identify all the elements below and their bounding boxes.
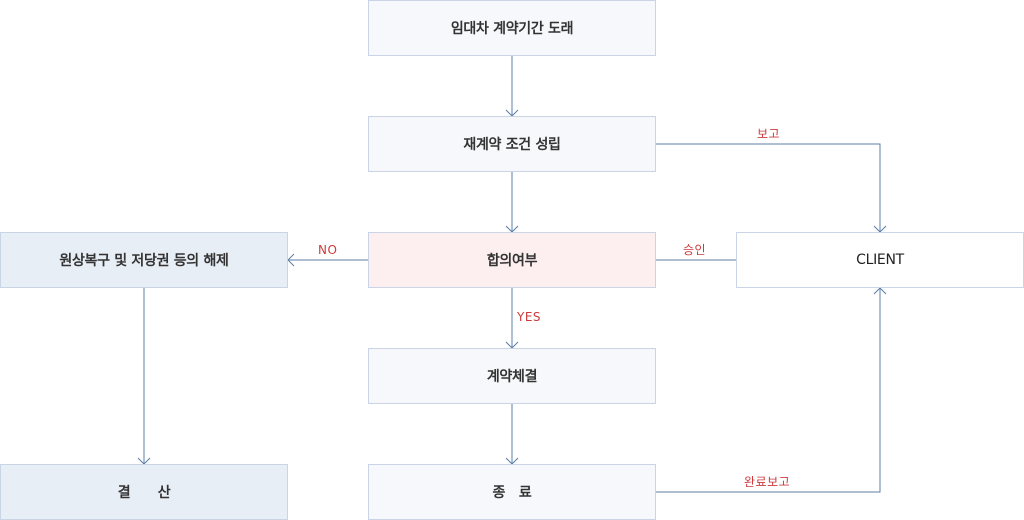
node-agreement-label: 합의여부 [486, 253, 538, 269]
node-end-label: 종 료 [492, 485, 532, 501]
arrowhead-client-bottom [873, 287, 887, 295]
edge-label-complete-report: 완료보고 [744, 475, 791, 489]
node-lease-request: 임대차 계약기간 도래 [368, 0, 656, 56]
edge-label-no: NO [318, 243, 338, 257]
arrow-end-to-client [655, 288, 881, 493]
node-settlement-label: 결 산 [117, 485, 171, 501]
node-renewal-terms-label: 재계약 조건 성립 [463, 137, 561, 153]
node-restore: 원상복구 및 저당권 등의 해제 [0, 232, 288, 288]
node-restore-label: 원상복구 및 저당권 등의 해제 [59, 253, 229, 269]
node-contract-label: 계약체결 [486, 369, 538, 385]
node-end: 종 료 [368, 464, 656, 520]
edge-label-report: 보고 [757, 127, 781, 141]
node-settlement: 결 산 [0, 464, 288, 520]
node-agreement: 합의여부 [368, 232, 656, 288]
arrow-renewal-to-client [655, 143, 881, 232]
node-client: CLIENT [736, 232, 1024, 288]
node-renewal-terms: 재계약 조건 성립 [368, 116, 656, 172]
node-contract: 계약체결 [368, 348, 656, 404]
arrowhead-restore [287, 253, 295, 267]
node-lease-request-label: 임대차 계약기간 도래 [450, 21, 574, 37]
edge-label-yes: YES [517, 310, 542, 324]
node-client-label: CLIENT [856, 252, 904, 268]
edge-label-approval: 승인 [683, 243, 707, 257]
